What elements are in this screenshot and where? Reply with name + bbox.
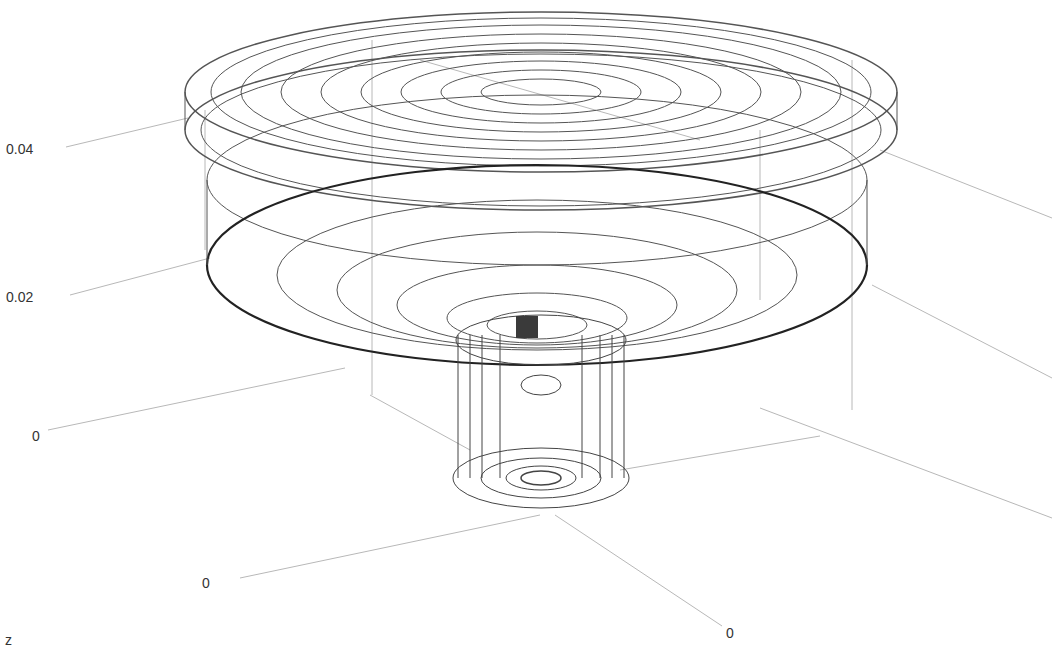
bounding-line <box>205 110 206 250</box>
axis-lines <box>48 40 1052 626</box>
plate-ring <box>361 52 721 132</box>
axis-line <box>48 368 345 430</box>
axis-line <box>760 408 1052 518</box>
plate-edge <box>185 12 897 172</box>
stem <box>453 315 629 508</box>
plate-edge <box>207 165 867 365</box>
stem-line <box>470 335 471 478</box>
stem-line <box>582 335 583 478</box>
axis-line <box>240 515 540 578</box>
stem-line <box>482 335 483 478</box>
axis-tick-label: 0.02 <box>4 289 35 305</box>
stem-line <box>612 335 613 478</box>
plate-ring <box>337 232 737 348</box>
axis-tick-label: 0 <box>724 625 736 641</box>
axis-line <box>555 515 722 626</box>
axis-line <box>70 258 210 295</box>
stem-ring <box>521 375 561 395</box>
axis-line <box>370 395 470 450</box>
plate-ring <box>481 79 601 105</box>
plate-ring <box>211 18 871 166</box>
axis-line <box>880 150 1052 218</box>
dense-mesh <box>516 316 538 338</box>
plate-ring <box>201 54 881 206</box>
stem-line <box>500 335 501 478</box>
plate-edge <box>185 50 897 210</box>
top-plate <box>185 12 897 210</box>
plate-ring <box>401 61 681 123</box>
plate-ring <box>281 34 801 150</box>
plate-ring <box>241 25 841 159</box>
plate-ring <box>277 200 797 350</box>
stem-line <box>600 335 601 478</box>
base-ring <box>481 458 601 498</box>
axis-name: z <box>3 632 14 648</box>
axis-line <box>620 436 820 470</box>
base-ring <box>521 471 561 485</box>
axis-line <box>66 118 188 147</box>
plate-ring <box>397 265 677 345</box>
plate-side <box>867 180 868 265</box>
plate-edge <box>207 95 867 265</box>
lower-plate <box>207 95 867 365</box>
axis-tick-label: 0.04 <box>4 141 35 157</box>
base-ring <box>506 466 576 490</box>
plate-ring <box>441 70 641 114</box>
axis-tick-label: 0 <box>30 428 42 444</box>
plate-side <box>207 180 208 265</box>
axis-tick-label: 0 <box>200 575 212 591</box>
plate-side <box>897 92 898 130</box>
stem-line <box>624 335 625 478</box>
plate-side <box>185 92 186 130</box>
axis-line <box>872 285 1052 378</box>
base-ring <box>453 448 629 508</box>
stem-line <box>458 335 459 478</box>
